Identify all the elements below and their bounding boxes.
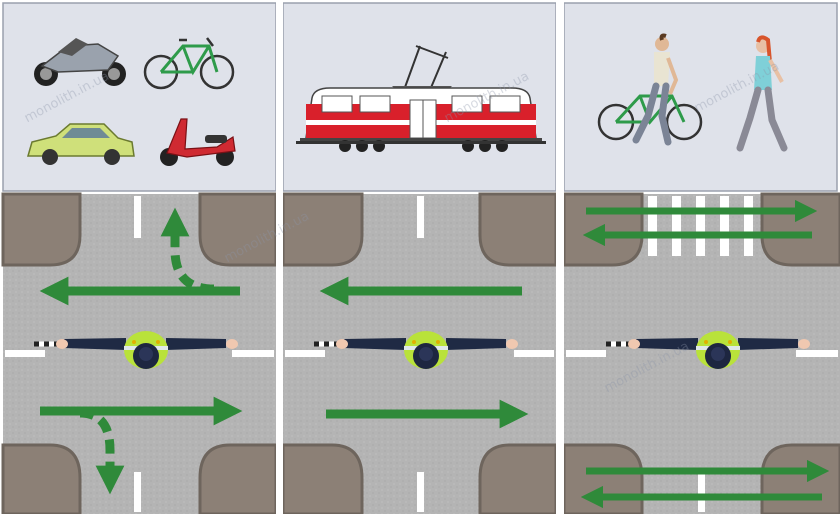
tram-icon: [296, 45, 546, 152]
panel-middle: [281, 2, 558, 514]
pedestrian-icon: [736, 35, 788, 152]
curb-corner: [478, 443, 558, 514]
crosswalk: [648, 196, 753, 256]
vehicles-box: [563, 2, 838, 192]
bicycle-icon: [143, 37, 235, 90]
cyclist-walking-icon: [597, 33, 703, 146]
curb-corner: [1, 443, 82, 514]
curb-corner: [760, 443, 840, 514]
arrow-turn-up-dashed: [160, 207, 215, 294]
lane-marking: [796, 350, 838, 357]
lane-marking: [285, 350, 325, 357]
curb-corner: [562, 443, 644, 514]
lane-marking: [514, 350, 554, 357]
panel-divider: [276, 0, 283, 514]
motorcycle-icon: [34, 38, 126, 86]
lane-marking: [5, 350, 45, 357]
lane-marking: [417, 472, 424, 512]
panel-divider: [556, 0, 564, 514]
curb-corner: [1, 192, 82, 267]
scooter-icon: [160, 118, 236, 166]
lane-marking: [698, 472, 705, 512]
lane-marking: [566, 350, 606, 357]
panel-left: [1, 2, 278, 514]
lane-marking: [417, 196, 424, 238]
lane-marking: [134, 196, 141, 238]
curb-corner: [760, 192, 840, 267]
panel-right: [562, 2, 840, 514]
curb-corner: [281, 443, 364, 514]
lane-marking: [232, 350, 274, 357]
arrow-turn-down-dashed: [79, 408, 125, 495]
vehicles-box: [2, 2, 277, 192]
curb-corner: [198, 192, 278, 267]
curb-corner: [281, 192, 364, 267]
curb-corner: [198, 443, 278, 514]
curb-corner: [478, 192, 558, 267]
lane-marking: [134, 472, 141, 512]
car-icon: [27, 123, 135, 165]
curb-corner: [562, 192, 644, 267]
